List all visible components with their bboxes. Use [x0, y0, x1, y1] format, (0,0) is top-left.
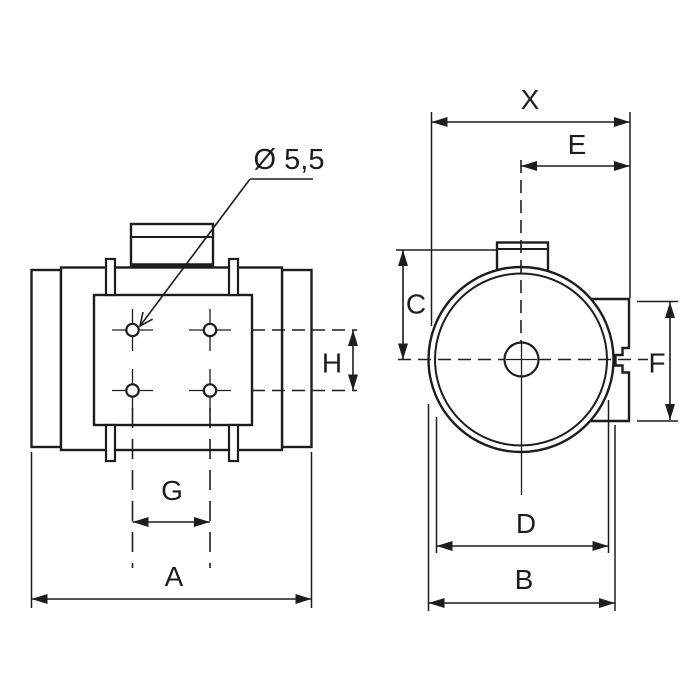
mounting-bracket [585, 297, 631, 423]
terminal-box-side [129, 222, 215, 269]
mounting-plate [92, 293, 254, 427]
duct-spigot-right [280, 268, 313, 449]
dim-a: A [30, 452, 313, 608]
dim-label-c: C [406, 289, 426, 320]
mounting-holes [112, 309, 231, 411]
dim-c: C [396, 249, 497, 360]
dim-g: G [132, 475, 210, 527]
dim-x: X [430, 84, 631, 326]
mounting-hole [125, 383, 140, 398]
dim-label-x: X [521, 84, 540, 115]
callout-leader-line [138, 178, 251, 328]
clamp-tab-top-left [104, 257, 117, 297]
clamp-tab-bottom-left [104, 423, 117, 463]
dim-f: F [637, 300, 678, 422]
dim-label-f: F [648, 348, 665, 379]
mounting-hole [202, 322, 218, 338]
mounting-hole [125, 322, 140, 338]
clamp-tab-top-right [227, 257, 240, 297]
duct-spigot-left [30, 268, 63, 449]
clamp-tab-bottom-right [227, 423, 240, 463]
dim-label-b: B [515, 564, 534, 595]
dim-label-e: E [568, 129, 587, 160]
dim-e: E [521, 129, 630, 171]
dim-label-d: D [516, 508, 536, 539]
dim-label-g: G [161, 475, 183, 506]
dim-d: D [435, 400, 610, 553]
front-view: X E C F D B [396, 84, 678, 611]
dim-label-h: H [322, 348, 342, 379]
hole-callout: Ø 5,5 [138, 144, 325, 328]
hole-callout-label: Ø 5,5 [254, 144, 325, 176]
dim-h: H [322, 330, 358, 391]
mounting-hole [202, 383, 218, 398]
side-view: Ø 5,5 H G A [30, 144, 358, 608]
dim-label-a: A [165, 561, 184, 592]
dim-b: B [427, 404, 616, 611]
